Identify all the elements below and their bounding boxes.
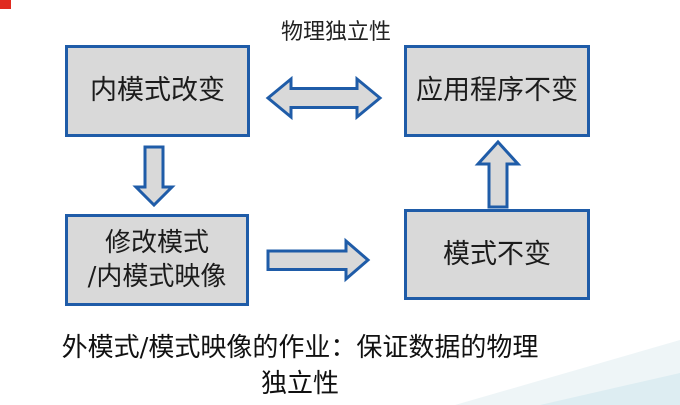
diagram-caption-line2: 独立性 <box>260 369 339 399</box>
up-arrow-icon <box>474 139 522 209</box>
diagram-caption-line1: 外模式/模式映像的作业：保证数据的物理 <box>61 333 539 363</box>
box-application-unchanged-label: 应用程序不变 <box>416 75 578 106</box>
box-modify-mapping: 修改模式 /内模式映像 <box>65 214 249 306</box>
box-internal-schema-change: 内模式改变 <box>65 45 250 137</box>
box-modify-mapping-label: 修改模式 /内模式映像 <box>88 226 227 294</box>
red-corner-mark <box>0 0 11 9</box>
box-modify-mapping-line1: 修改模式 <box>104 228 209 258</box>
double-horizontal-arrow-icon <box>265 75 383 121</box>
box-application-unchanged: 应用程序不变 <box>404 45 590 137</box>
down-arrow-icon <box>132 145 176 208</box>
diagram-caption: 外模式/模式映像的作业：保证数据的物理 独立性 <box>40 330 560 402</box>
right-arrow-icon <box>266 237 371 283</box>
corner-wedge-dark <box>540 373 680 405</box>
box-schema-unchanged-label: 模式不变 <box>443 238 551 270</box>
box-internal-schema-change-label: 内模式改变 <box>90 75 225 106</box>
box-schema-unchanged: 模式不变 <box>404 209 590 300</box>
physical-independence-label: 物理独立性 <box>280 20 391 45</box>
box-modify-mapping-line2: /内模式映像 <box>87 262 227 292</box>
